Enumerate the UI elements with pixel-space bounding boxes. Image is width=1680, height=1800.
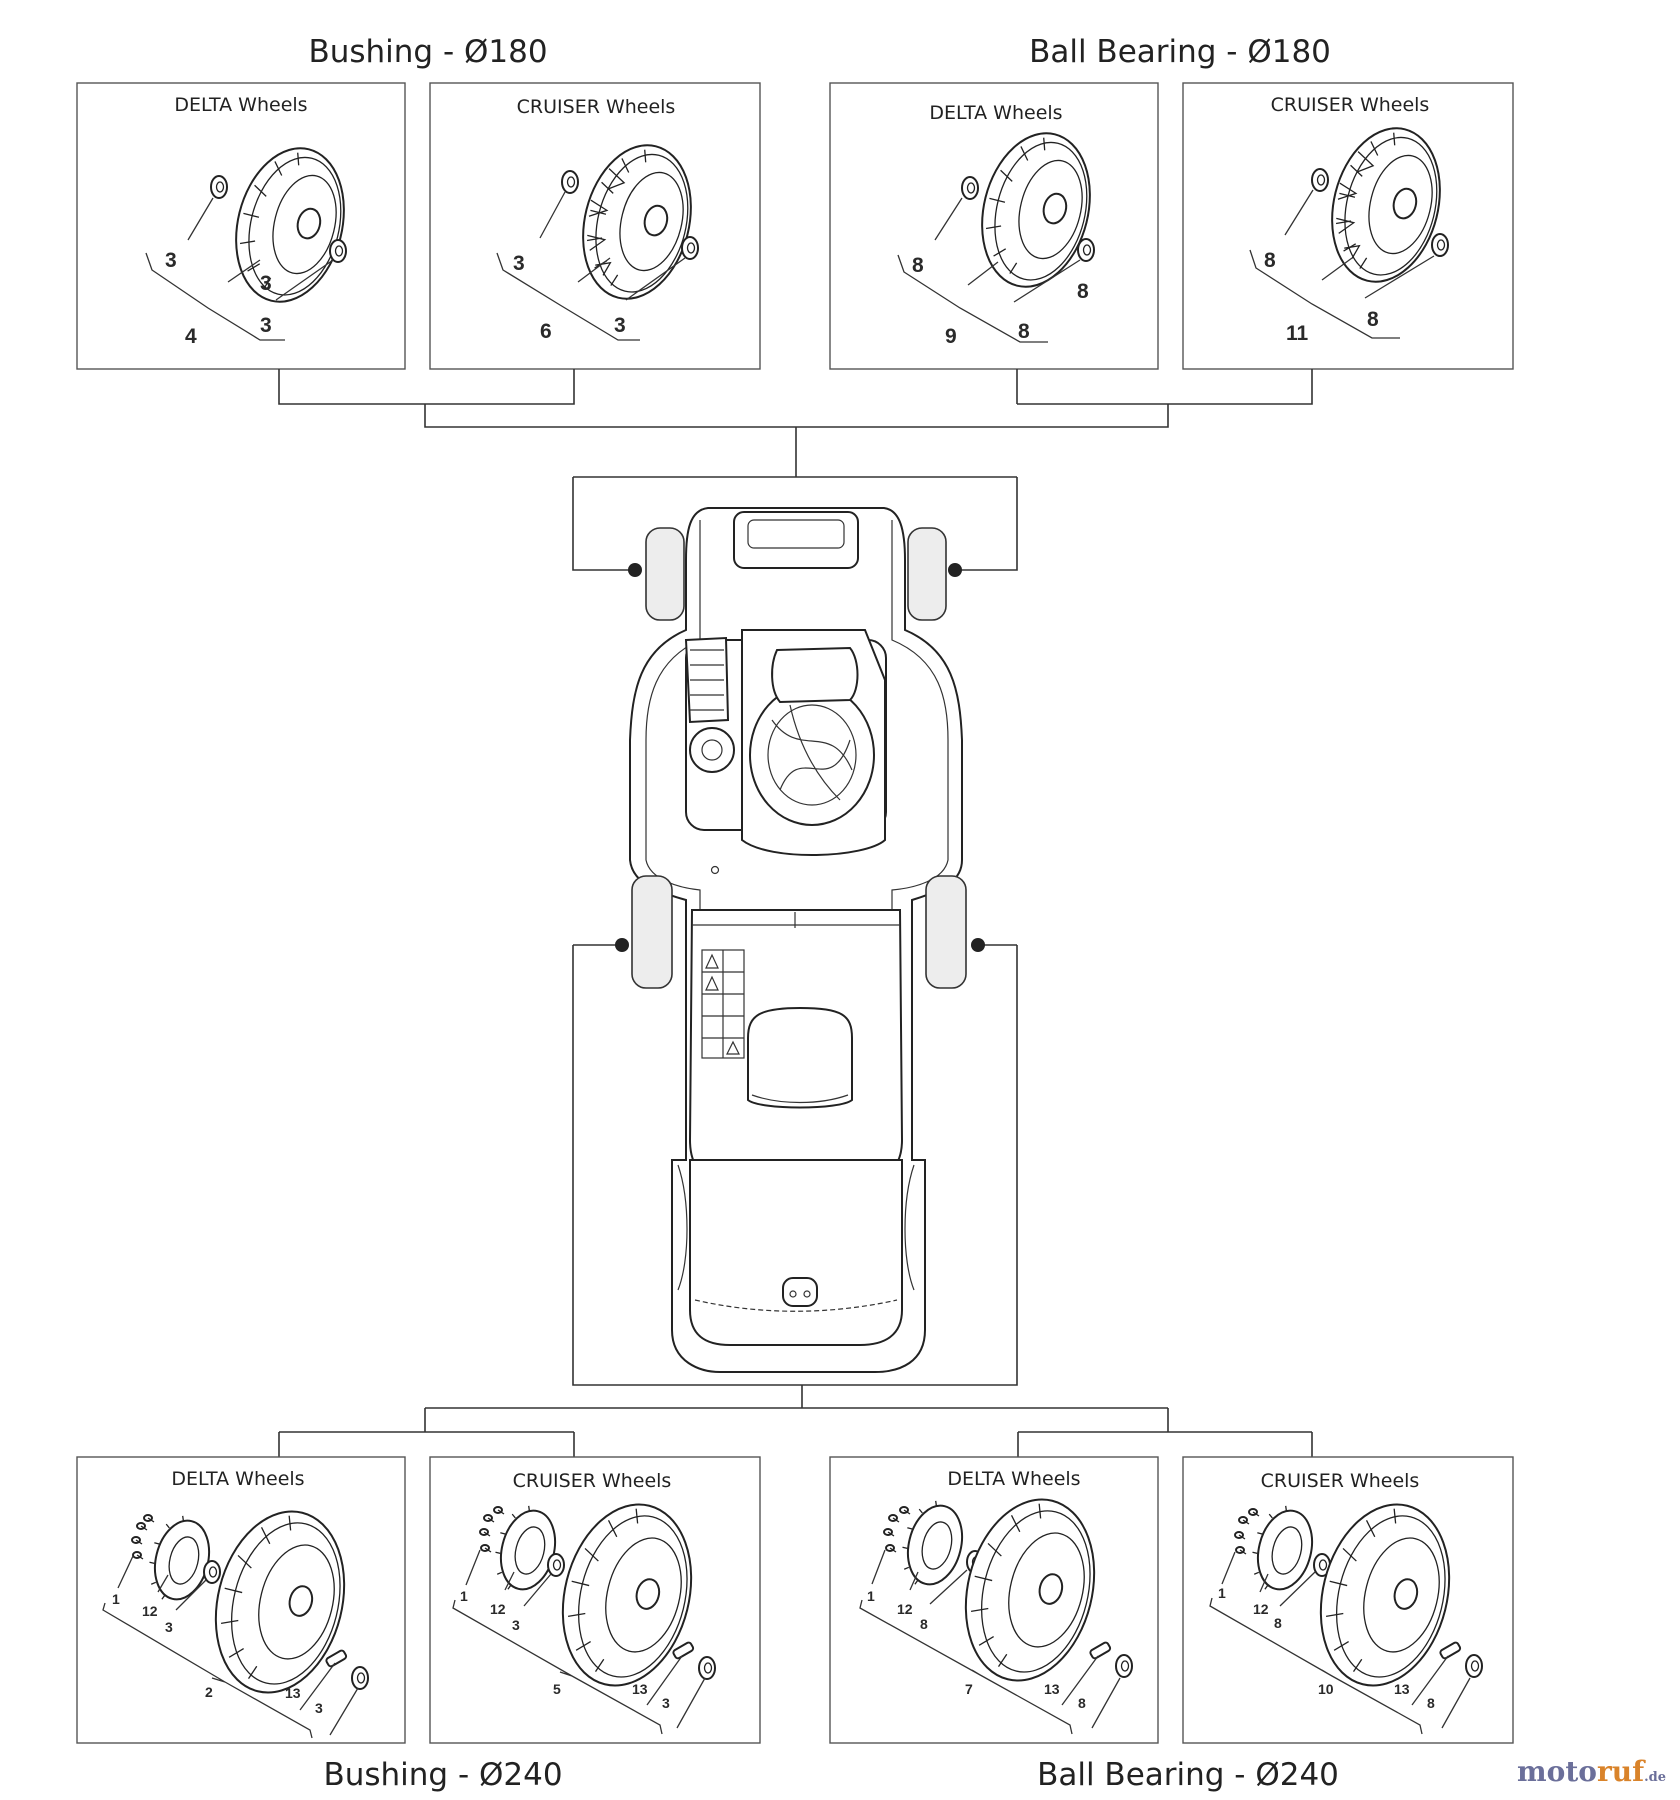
bushing-part: [681, 236, 699, 260]
callout: 3: [512, 1617, 520, 1633]
connector-bottom: [278, 944, 1313, 1457]
callout: 6: [540, 320, 552, 343]
group-title-ball-bearing-180: Ball Bearing - Ø180: [1029, 34, 1331, 70]
callout: 1: [112, 1591, 120, 1607]
rear-left-wheel: [631, 875, 673, 989]
callout: 1: [1218, 1585, 1226, 1601]
panel-p6: CRUISER Wheels 1 12 3 5 13 3: [429, 1456, 761, 1744]
callout: 5: [553, 1681, 561, 1697]
callout: 8: [1264, 249, 1276, 272]
callout: 12: [1253, 1601, 1269, 1617]
callout: 13: [1044, 1681, 1060, 1697]
bearing-part: [1311, 168, 1329, 192]
callout: 8: [1274, 1615, 1282, 1631]
callout: 1: [460, 1588, 468, 1604]
panel-p2: CRUISER Wheels 3 3 3 6: [429, 82, 761, 370]
callout: 9: [945, 325, 957, 348]
callout: 8: [1078, 1695, 1086, 1711]
bearing-part: [1115, 1654, 1133, 1678]
panel-p3: DELTA Wheels 8 8 8 9: [829, 82, 1159, 370]
bushing-part: [203, 1560, 221, 1584]
panel-p7: DELTA Wheels 1 12 8 7 13 8: [829, 1456, 1159, 1744]
callout: 11: [1286, 322, 1309, 345]
callout: 13: [632, 1681, 648, 1697]
brand-name-b: ruf: [1596, 1755, 1645, 1788]
callout: 3: [315, 1700, 323, 1716]
brand-name-a: moto: [1517, 1755, 1597, 1788]
bearing-part: [1465, 1654, 1483, 1678]
panel-title: CRUISER Wheels: [517, 96, 676, 118]
callout: 3: [260, 314, 272, 337]
bushing-part: [698, 1656, 716, 1680]
callout: 7: [965, 1681, 973, 1697]
front-right-wheel: [907, 527, 947, 621]
bearing-part: [1077, 238, 1095, 262]
panel-p5: DELTA Wheels 1 12 3 2 13 3: [76, 1456, 406, 1744]
panel-title: DELTA Wheels: [171, 1468, 304, 1490]
bushing-part: [210, 175, 228, 199]
brand-suffix: .de: [1644, 1770, 1666, 1785]
panel-p4: CRUISER Wheels 8 8 8 11: [1182, 82, 1514, 370]
callout: 4: [185, 325, 197, 348]
bushing-part: [329, 239, 347, 263]
callout: 8: [920, 1616, 928, 1632]
panel-title: DELTA Wheels: [174, 94, 307, 116]
bushing-part: [547, 1553, 565, 1577]
callout: 12: [490, 1601, 506, 1617]
group-title-ball-bearing-240: Ball Bearing - Ø240: [1037, 1757, 1339, 1793]
group-title-bushing-240: Bushing - Ø240: [323, 1757, 562, 1793]
callout: 2: [205, 1684, 213, 1700]
connector-top: [278, 369, 1313, 571]
callout: 10: [1318, 1681, 1334, 1697]
callout: 8: [1077, 280, 1089, 303]
panel-title: CRUISER Wheels: [1261, 1470, 1420, 1492]
panel-p1: DELTA Wheels 3 3 3 4: [76, 82, 406, 370]
callout: 3: [165, 1619, 173, 1635]
callout: 8: [912, 254, 924, 277]
panel-title: CRUISER Wheels: [1271, 94, 1430, 116]
group-title-bushing-180: Bushing - Ø180: [308, 34, 547, 70]
callout: 3: [513, 252, 525, 275]
callout: 3: [260, 272, 272, 295]
front-left-wheel: [645, 527, 685, 621]
panel-title: DELTA Wheels: [947, 1468, 1080, 1490]
panel-p8: CRUISER Wheels 1 12 8 10 13 8: [1182, 1456, 1514, 1744]
brand-logo: motoruf.de: [1517, 1755, 1666, 1788]
bushing-part: [351, 1666, 369, 1690]
callout: 1: [867, 1588, 875, 1604]
callout: 3: [662, 1695, 670, 1711]
mower-top-view: [615, 507, 985, 1373]
callout: 8: [1018, 320, 1030, 343]
bushing-part: [561, 170, 579, 194]
callout: 13: [285, 1685, 301, 1701]
callout: 8: [1367, 308, 1379, 331]
bearing-part: [1431, 233, 1449, 257]
callout: 12: [897, 1601, 913, 1617]
callout: 13: [1394, 1681, 1410, 1697]
bearing-part: [961, 176, 979, 200]
callout: 12: [142, 1603, 158, 1619]
callout: 8: [1427, 1695, 1435, 1711]
callout: 3: [165, 249, 177, 272]
rear-right-wheel: [925, 875, 967, 989]
panel-title: DELTA Wheels: [929, 102, 1062, 124]
callout: 3: [614, 314, 626, 337]
panel-title: CRUISER Wheels: [513, 1470, 672, 1492]
